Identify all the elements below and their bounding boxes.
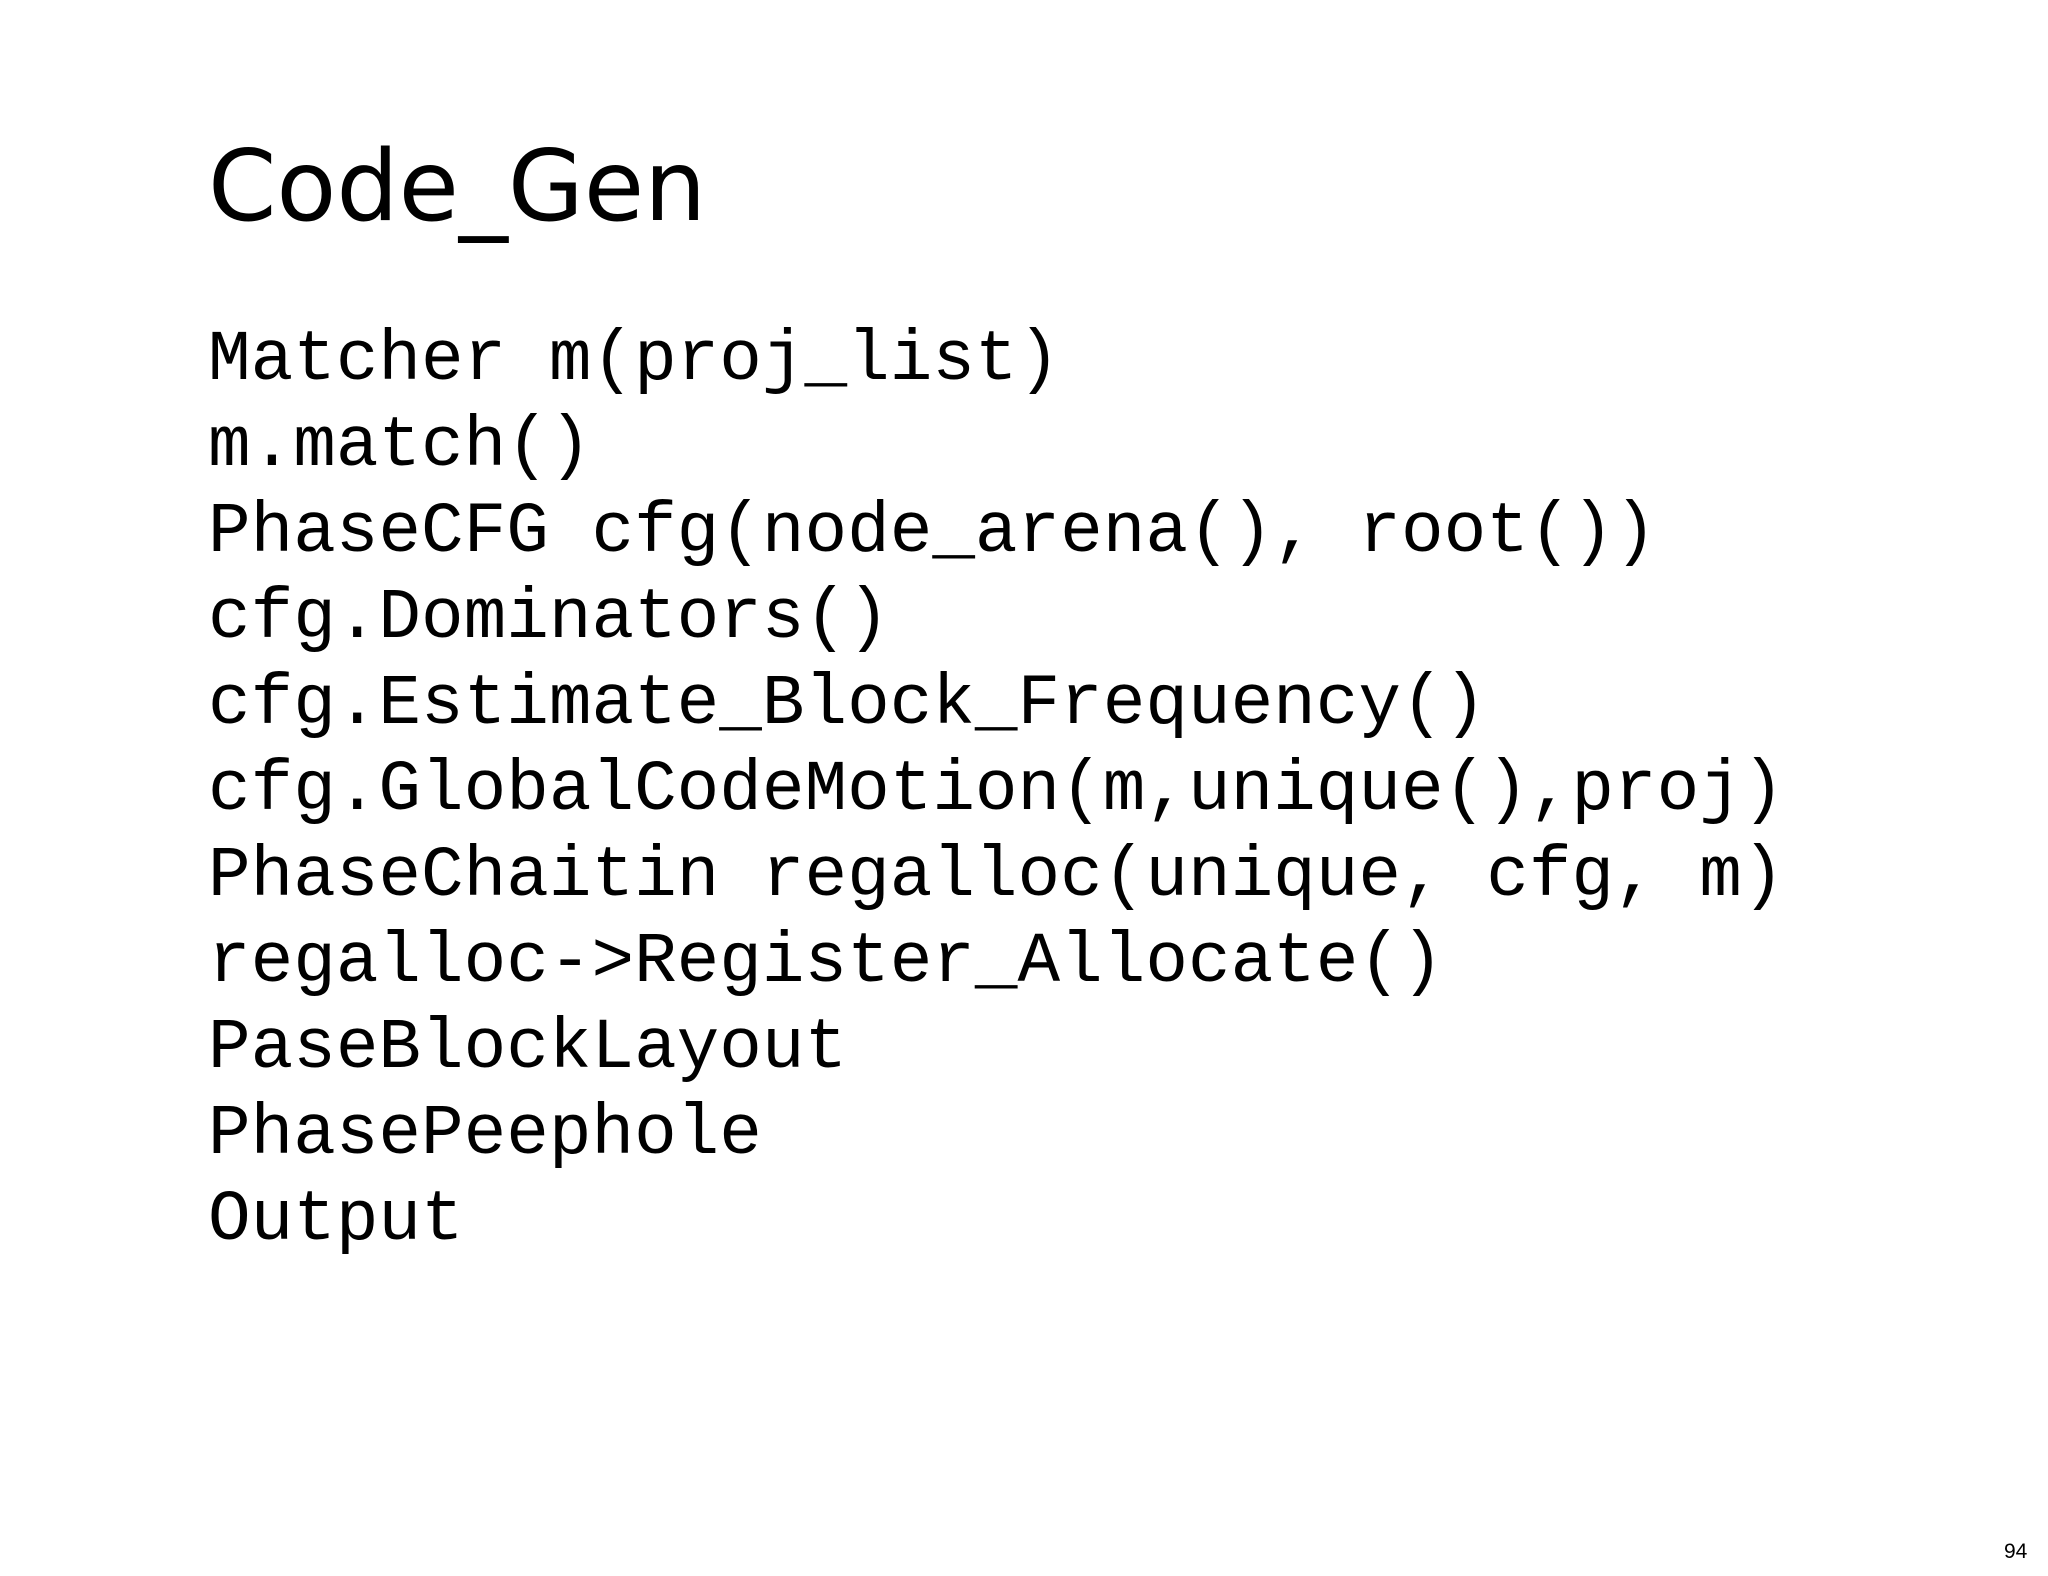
page-number: 94 [2004, 1540, 2028, 1563]
code-line: m.match() [208, 407, 592, 487]
code-line: PhasePeephole [208, 1095, 762, 1175]
code-line: Matcher m(proj_list) [208, 321, 1061, 401]
code-line: regalloc->Register_Allocate() [208, 923, 1444, 1003]
code-line: cfg.Dominators() [208, 579, 890, 659]
code-listing: Matcher m(proj_list) m.match() PhaseCFG … [208, 318, 1784, 1264]
code-line: PaseBlockLayout [208, 1009, 848, 1089]
slide-title: Code_Gen [208, 130, 707, 244]
code-line: cfg.GlobalCodeMotion(m,unique(),proj) [208, 751, 1785, 831]
code-line: PhaseChaitin regalloc(unique, cfg, m) [208, 837, 1785, 917]
code-line: PhaseCFG cfg(node_arena(), root()) [208, 493, 1657, 573]
code-line: cfg.Estimate_Block_Frequency() [208, 665, 1487, 745]
code-line: Output [208, 1181, 464, 1261]
